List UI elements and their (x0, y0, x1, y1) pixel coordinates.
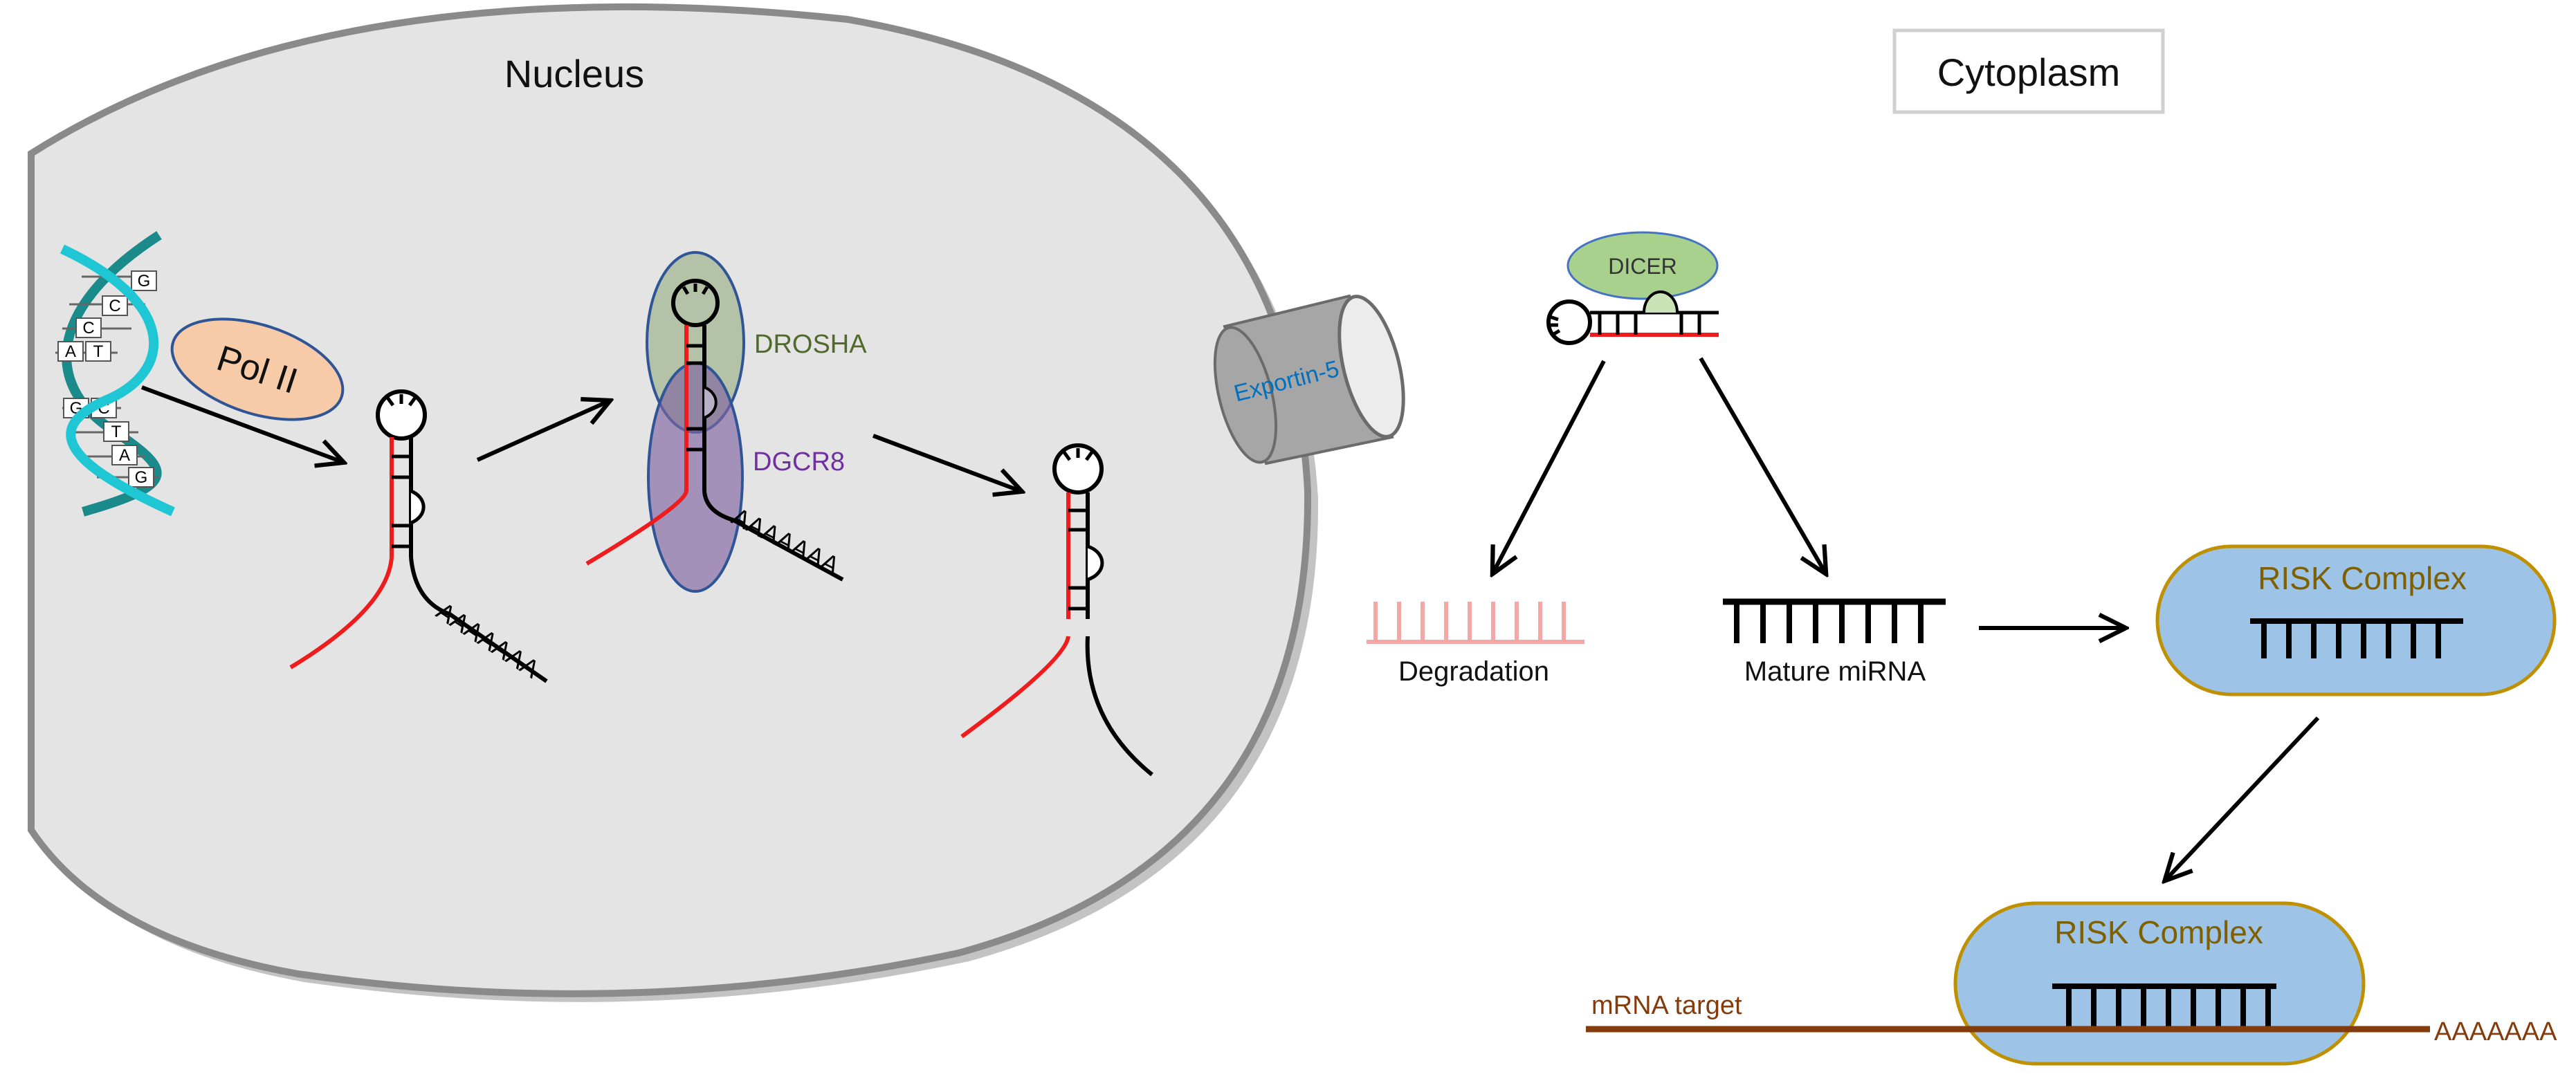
mrna-polya-label: AAAAAAA (2434, 1017, 2557, 1046)
dicer-duplex (1546, 290, 1719, 345)
arrow-pol2-to-primirna (140, 385, 342, 462)
dna-base-a2: A (119, 446, 130, 465)
dicer-ellipse (1566, 231, 1719, 300)
drosha-label: DROSHA (754, 330, 867, 359)
mrna-target-label: mRNA target (1591, 991, 1742, 1020)
nucleus-label: Nucleus (504, 52, 644, 95)
arrow-to-drosha (476, 401, 609, 462)
exportin-right-rim (1337, 295, 1405, 438)
dna-base-c1: C (109, 297, 120, 315)
degradation-label: Degradation (1398, 656, 1549, 687)
pre-mirna-hairpin (960, 443, 1153, 777)
exportin-left-rim (1213, 326, 1278, 464)
arrow-to-mature-mirna (1699, 357, 1825, 573)
degraded-strand (1367, 602, 1584, 644)
mature-mirna-strand (1723, 598, 1946, 643)
cytoplasm-label: Cytoplasm (1937, 50, 2121, 94)
arrow-to-degradation (1493, 360, 1606, 573)
dgcr8-label: DGCR8 (753, 447, 845, 477)
dna-base-a1: A (65, 342, 76, 361)
risk-complex-1-label: RISK Complex (2258, 560, 2467, 596)
arrow-to-target-binding (2166, 716, 2320, 880)
dna-base-t1: T (93, 342, 104, 361)
dicer-label: DICER (1608, 254, 1677, 279)
cytoplasm-label-box (1892, 28, 2165, 114)
risk2-mirna (2052, 983, 2276, 1026)
risk-complex-2-label: RISK Complex (2054, 914, 2263, 950)
dgcr8-ellipse (647, 362, 744, 593)
risk1-mirna (2250, 618, 2463, 658)
dna-base-g1: G (138, 272, 151, 290)
pol2-ellipse (170, 317, 345, 421)
dna-base-t2: T (111, 423, 122, 441)
dna-base-g3: G (135, 468, 148, 487)
exportin-5-channel (1213, 294, 1405, 465)
arrow-to-pre-mirna (872, 434, 1021, 491)
dna-helix: G C C A T G C T A G (55, 231, 175, 517)
mature-mirna-label: Mature miRNA (1744, 656, 1926, 687)
dna-base-c2: C (82, 319, 94, 338)
dna-strand-front (60, 244, 175, 517)
